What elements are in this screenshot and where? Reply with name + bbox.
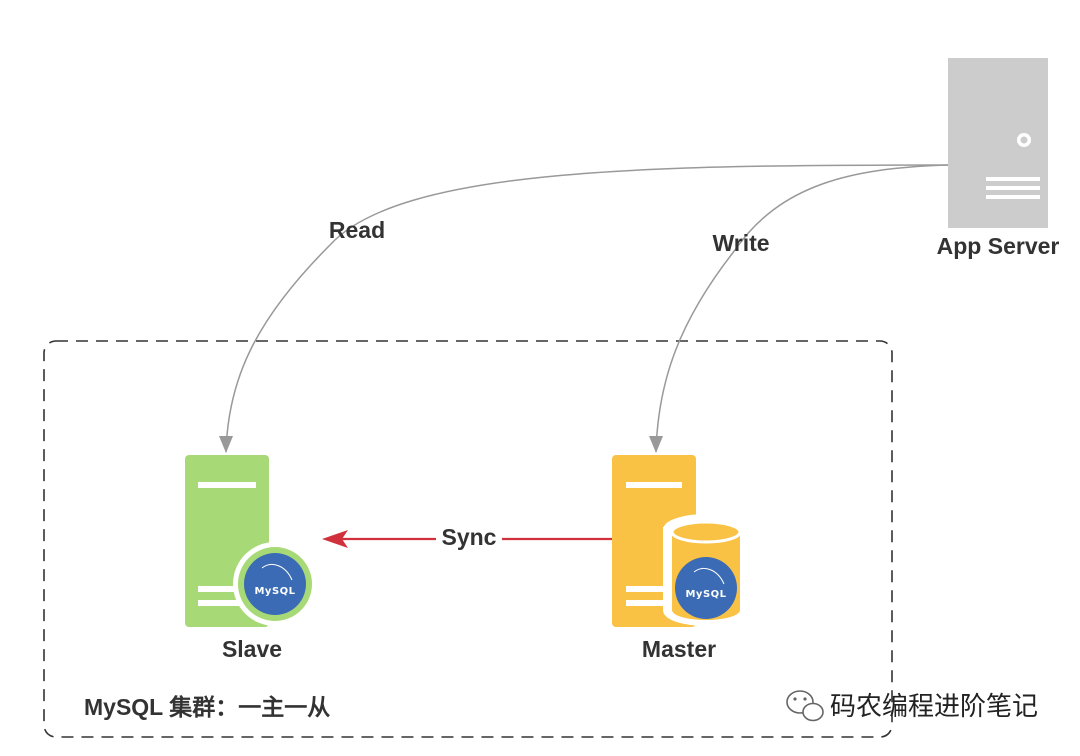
read-edge (225, 164, 949, 453)
database-cylinder-icon: MySQL (663, 514, 749, 626)
master-node: MySQL Master (612, 455, 749, 662)
app-server-label: App Server (937, 233, 1060, 259)
sync-label-bg (436, 521, 502, 553)
server-icon (948, 58, 1048, 228)
watermark-text: 码农编程进阶笔记 (830, 692, 1038, 722)
watermark: 码农编程进阶笔记 (786, 690, 1038, 722)
mysql-logo-text: MySQL (254, 586, 295, 597)
read-edge-label: Read (329, 217, 385, 243)
read-edge-arrowhead (219, 436, 233, 453)
write-edge (655, 164, 949, 453)
mysql-logo-icon: MySQL (233, 542, 317, 626)
sync-edge-arrowhead (322, 530, 348, 548)
app-server-node: App Server (937, 58, 1060, 259)
write-edge-label: Write (712, 230, 769, 256)
cluster-boundary (43, 340, 893, 738)
master-label: Master (642, 636, 716, 662)
sync-edge-label: Sync (442, 524, 497, 550)
slave-node: MySQL Slave (185, 455, 317, 662)
wechat-icon (786, 690, 824, 722)
cluster-label: MySQL 集群：一主一从 (84, 694, 330, 720)
write-edge-arrowhead (649, 436, 663, 453)
mysql-logo-text: MySQL (685, 589, 726, 600)
slave-label: Slave (222, 636, 282, 662)
